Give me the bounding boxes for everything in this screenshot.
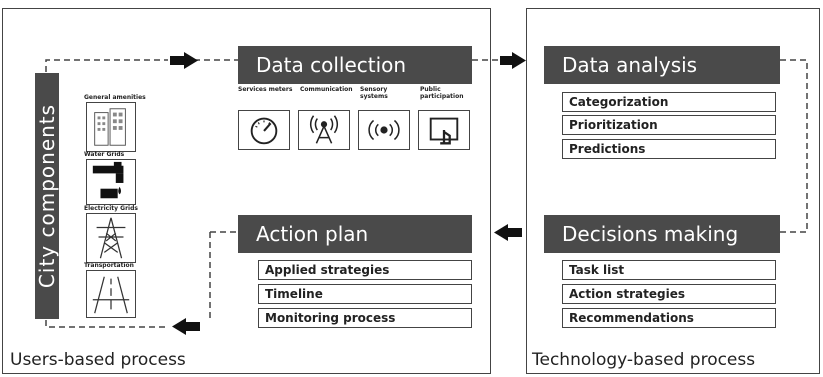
technology-process-label: Technology-based process	[532, 350, 756, 370]
road-icon	[86, 270, 136, 318]
data-collection-header: Data collection	[238, 46, 472, 84]
users-process-label: Users-based process	[10, 350, 186, 370]
source-label: Public participation	[420, 86, 464, 100]
meter-icon	[238, 110, 290, 150]
city-components-title: City components	[35, 103, 59, 289]
action-item: Timeline	[258, 284, 472, 304]
component-label: General amenities	[84, 94, 146, 101]
analysis-item: Prioritization	[562, 115, 776, 135]
water-tap-icon	[86, 159, 136, 205]
buildings-icon	[86, 102, 136, 152]
action-item: Applied strategies	[258, 260, 472, 280]
data-analysis-header: Data analysis	[544, 46, 780, 84]
component-label: Electricity Grids	[84, 205, 138, 212]
touch-screen-icon	[418, 110, 470, 150]
arrow-left-1	[494, 224, 508, 241]
antenna-icon	[298, 110, 350, 150]
arrow-shaft-1	[170, 56, 184, 65]
source-label: Communication	[300, 86, 353, 93]
city-components-bar: City components	[35, 73, 59, 319]
arrow-right-1	[184, 52, 198, 69]
analysis-item: Predictions	[562, 139, 776, 159]
action-plan-header: Action plan	[238, 215, 472, 253]
decision-item: Recommendations	[562, 308, 776, 328]
decision-item: Task list	[562, 260, 776, 280]
component-label: Water Grids	[84, 151, 125, 158]
power-tower-icon	[86, 213, 136, 263]
analysis-item: Categorization	[562, 92, 776, 112]
source-label: Sensory systems	[360, 86, 388, 100]
sensor-icon	[358, 110, 410, 150]
arrow-left-2	[172, 318, 186, 335]
source-label: Services meters	[238, 86, 293, 93]
decisions-making-header: Decisions making	[544, 215, 780, 253]
action-item: Monitoring process	[258, 308, 472, 328]
component-label: Transportation	[84, 262, 134, 269]
decision-item: Action strategies	[562, 284, 776, 304]
arrow-right-2	[512, 52, 526, 69]
